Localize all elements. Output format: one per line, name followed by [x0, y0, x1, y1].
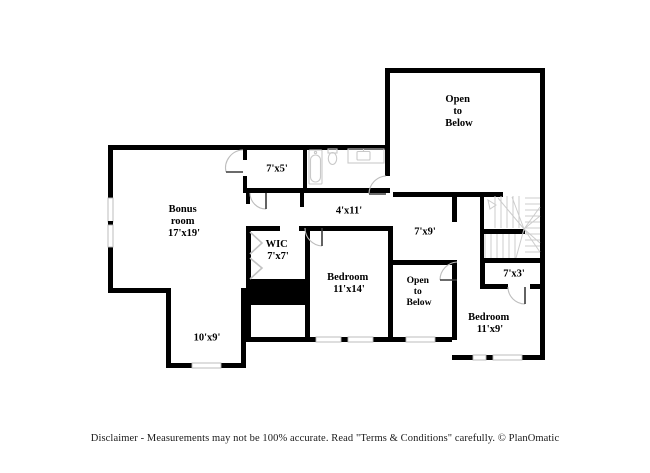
- wall-segment: [166, 288, 171, 368]
- window-bedroom-bottom-b: [347, 336, 374, 343]
- wall-segment: [246, 226, 280, 231]
- label-area-10x9: 10'x9': [194, 332, 221, 343]
- wall-segment: [300, 193, 304, 207]
- wall-segment: [108, 145, 113, 198]
- tub-icon: [308, 149, 323, 185]
- wall-segment: [306, 337, 317, 342]
- wall-segment: [480, 262, 485, 287]
- wall-segment: [241, 288, 246, 368]
- wall-segment: [108, 288, 171, 293]
- wall-segment: [480, 192, 484, 262]
- wall-segment: [246, 192, 250, 204]
- wall-segment: [540, 192, 545, 262]
- sink-icon: [356, 150, 371, 161]
- label-bedroom-11x14: Bedroom 11'x14': [327, 272, 371, 295]
- window-bedroom-bottom-a: [315, 336, 342, 343]
- wall-segment: [393, 260, 457, 265]
- room-label-group: Open to Below 7'x5' Bonus room 17'x19' 4…: [168, 94, 525, 343]
- window-area-10x9-bottom: [191, 362, 222, 369]
- wic-bifold-upper: [249, 231, 264, 255]
- wall-segment: [303, 188, 390, 193]
- toilet-icon: [327, 151, 338, 166]
- wall-segment: [166, 363, 194, 368]
- wall-segment: [246, 337, 306, 342]
- label-hall-4x11: 4'x11': [336, 205, 362, 216]
- window-group: [107, 197, 523, 369]
- wall-segment: [219, 363, 246, 368]
- wall-segment: [305, 226, 310, 279]
- wall-segment: [305, 226, 393, 231]
- wall-segment: [246, 305, 251, 340]
- window-bedroom-11x9-b: [492, 354, 523, 361]
- door-bath-hall-lower: [249, 192, 267, 210]
- door-bedroom-11x14: [304, 227, 323, 247]
- wall-segment: [452, 355, 474, 360]
- wall-segment: [303, 148, 307, 193]
- wall-segment: [452, 260, 457, 340]
- wall-segment: [108, 145, 390, 150]
- wall-segment: [480, 284, 508, 289]
- wall-segment: [480, 229, 524, 234]
- wall-segment: [434, 337, 452, 342]
- wall-segment: [540, 262, 545, 360]
- wall-segment: [305, 305, 310, 340]
- wall-segment: [372, 337, 393, 342]
- label-closet-7x3: 7'x3': [503, 268, 525, 279]
- label-bedroom-11x9: Bedroom 11'x9': [468, 312, 512, 335]
- label-bath-7x5: 7'x5': [266, 163, 288, 174]
- wall-segment: [385, 68, 545, 73]
- window-open-below-bottom: [405, 336, 436, 343]
- door-to-stair-landing: [439, 261, 458, 281]
- wall-segment: [385, 148, 390, 176]
- label-hall-7x9: 7'x9': [414, 226, 436, 237]
- label-open-to-below-upper: Open to Below: [445, 94, 473, 129]
- wall-segment: [385, 68, 390, 153]
- wall-segment: [540, 68, 545, 192]
- tub-basin: [309, 154, 322, 183]
- wall-segment: [246, 226, 251, 279]
- door-hall-bath: [368, 175, 387, 195]
- wall-segment: [485, 355, 494, 360]
- tub-drain-icon: [313, 150, 318, 155]
- wall-segment: [108, 245, 113, 293]
- wall-segment: [521, 355, 545, 360]
- stairs-icon: [484, 196, 541, 259]
- wall-segment: [530, 284, 545, 289]
- window-bonus-left-lower: [107, 224, 114, 248]
- door-bath-7x5: [225, 149, 244, 173]
- staircase: [484, 196, 541, 259]
- window-bonus-left-upper: [107, 197, 114, 223]
- window-bedroom-11x9-a: [472, 354, 487, 361]
- door-group: [225, 149, 526, 305]
- wall-segment: [340, 337, 349, 342]
- wall-group: [108, 68, 545, 368]
- door-closet-7x3: [507, 286, 526, 305]
- wall-segment: [243, 176, 247, 193]
- label-wic-7x7: WIC 7'x7': [266, 239, 291, 262]
- wall-segment: [243, 188, 307, 193]
- wic-bifold-lower: [249, 257, 264, 280]
- wall-segment: [393, 337, 407, 342]
- window-mullion: [108, 221, 113, 226]
- wall-segment: [243, 145, 247, 160]
- wall-segment: [388, 226, 393, 340]
- wall-segment: [520, 229, 525, 234]
- disclaimer-text: Disclaimer - Measurements may not be 100…: [90, 433, 560, 444]
- wall-segment: [299, 226, 305, 231]
- wall-segment: [452, 192, 457, 222]
- wall-segment: [246, 279, 310, 305]
- label-open-to-below-lower: Open to Below: [406, 275, 431, 308]
- label-bonus-room: Bonus room 17'x19': [168, 204, 200, 239]
- bath-fixture-group: [308, 148, 385, 185]
- vanity-counter: [347, 148, 385, 164]
- wall-segment: [480, 258, 545, 263]
- wall-segment: [393, 192, 503, 197]
